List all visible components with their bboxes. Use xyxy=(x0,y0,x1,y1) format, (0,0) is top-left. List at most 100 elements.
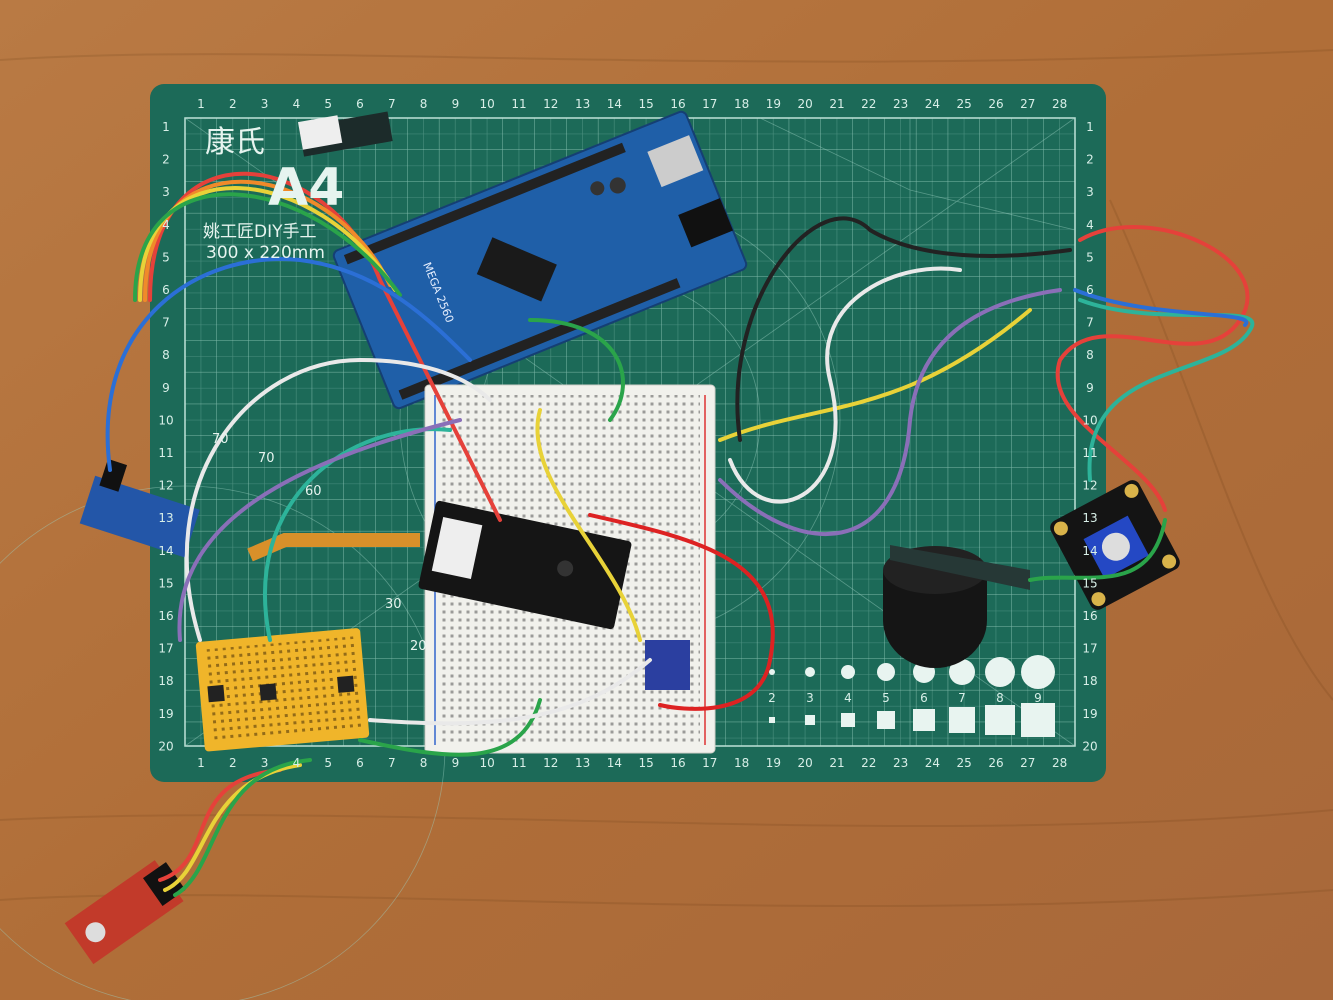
ruler-bottom-number: 7 xyxy=(388,756,396,770)
ruler-top-number: 15 xyxy=(639,97,654,111)
ruler-top-number: 12 xyxy=(543,97,558,111)
ruler-left-number: 15 xyxy=(158,576,173,590)
template-square xyxy=(949,707,975,733)
ruler-left-number: 10 xyxy=(158,413,173,427)
ruler-bottom-number: 1 xyxy=(197,756,205,770)
microcontroller-module xyxy=(418,500,632,630)
ruler-bottom-number: 27 xyxy=(1020,756,1035,770)
template-square xyxy=(805,715,815,725)
wire-white-right xyxy=(728,266,962,504)
ruler-top-number: 5 xyxy=(324,97,332,111)
ruler-top-number: 24 xyxy=(925,97,940,111)
ruler-right-number: 2 xyxy=(1086,153,1094,167)
ruler-bottom-number: 18 xyxy=(734,756,749,770)
template-circle xyxy=(985,657,1015,687)
ruler-top-number: 16 xyxy=(670,97,685,111)
push-button xyxy=(207,684,225,703)
ruler-bottom-number: 6 xyxy=(356,756,364,770)
angle-label: 70 xyxy=(212,432,229,447)
ruler-left-number: 7 xyxy=(162,316,170,330)
ruler-right-number: 6 xyxy=(1086,283,1094,297)
ruler-right-number: 17 xyxy=(1082,642,1097,656)
wire-white xyxy=(184,357,492,642)
ruler-left-number: 20 xyxy=(158,739,173,753)
template-size-label: 2 xyxy=(768,691,776,705)
template-size-label: 7 xyxy=(958,691,966,705)
ruler-right-number: 7 xyxy=(1086,316,1094,330)
jumper-wires xyxy=(105,171,1255,897)
wire-blue-right xyxy=(1073,288,1249,327)
ruler-right-number: 13 xyxy=(1082,511,1097,525)
ruler-bottom-number: 21 xyxy=(829,756,844,770)
template-size-label: 5 xyxy=(882,691,890,705)
mat-dimensions: 300 x 220mm xyxy=(206,243,325,263)
ruler-top-number: 14 xyxy=(607,97,622,111)
ruler-bottom-number: 25 xyxy=(957,756,972,770)
ruler-bottom-number: 14 xyxy=(607,756,622,770)
ruler-bottom-number: 20 xyxy=(798,756,813,770)
wire-red-bb xyxy=(588,513,775,711)
ruler-top-number: 18 xyxy=(734,97,749,111)
template-square xyxy=(913,709,935,731)
ruler-right-number: 15 xyxy=(1082,576,1097,590)
template-square xyxy=(769,717,775,723)
ruler-top-number: 2 xyxy=(229,97,237,111)
ruler-bottom-number: 19 xyxy=(766,756,781,770)
ruler-bottom-number: 22 xyxy=(861,756,876,770)
ruler-bottom-number: 9 xyxy=(452,756,460,770)
ruler-right-number: 8 xyxy=(1086,348,1094,362)
ruler-markings: 1122334455667788991010111112121313141415… xyxy=(158,97,1097,770)
ruler-bottom-number: 28 xyxy=(1052,756,1067,770)
wire-yellow xyxy=(138,186,397,302)
wire-green-ir xyxy=(173,698,542,897)
wire-green-mega xyxy=(528,318,625,422)
ruler-bottom-number: 10 xyxy=(480,756,495,770)
mat-size-label: A4 xyxy=(268,158,344,218)
template-circle xyxy=(877,663,895,681)
camera-connector xyxy=(431,516,483,580)
gas-sensor xyxy=(883,545,1030,668)
rfid-module xyxy=(79,458,200,558)
wire-teal-right xyxy=(1078,298,1255,482)
angle-label: 30 xyxy=(385,597,402,612)
ruler-left-number: 4 xyxy=(162,218,170,232)
wire-yellow-bb xyxy=(535,408,642,642)
ruler-right-number: 20 xyxy=(1082,739,1097,753)
ruler-top-number: 23 xyxy=(893,97,908,111)
ruler-bottom-number: 15 xyxy=(639,756,654,770)
ruler-left-number: 11 xyxy=(158,446,173,460)
ruler-bottom-number: 5 xyxy=(324,756,332,770)
ruler-left-number: 13 xyxy=(158,511,173,525)
usb-port xyxy=(647,135,704,188)
template-square xyxy=(985,705,1015,735)
ruler-left-number: 19 xyxy=(158,707,173,721)
ruler-left-number: 18 xyxy=(158,674,173,688)
template-size-label: 4 xyxy=(844,691,852,705)
ruler-top-number: 1 xyxy=(197,97,205,111)
template-size-label: 8 xyxy=(996,691,1004,705)
ruler-bottom-number: 12 xyxy=(543,756,558,770)
push-button xyxy=(337,675,355,693)
ruler-top-number: 3 xyxy=(261,97,269,111)
ruler-left-number: 12 xyxy=(158,479,173,493)
template-circle xyxy=(1021,655,1055,689)
ruler-right-number: 4 xyxy=(1086,218,1094,232)
ruler-top-number: 8 xyxy=(420,97,428,111)
ruler-top-number: 17 xyxy=(702,97,717,111)
ruler-top-number: 27 xyxy=(1020,97,1035,111)
ruler-top-number: 6 xyxy=(356,97,364,111)
ruler-top-number: 10 xyxy=(480,97,495,111)
ruler-top-number: 13 xyxy=(575,97,590,111)
wire-blue xyxy=(105,257,472,472)
ruler-left-number: 3 xyxy=(162,185,170,199)
ruler-bottom-number: 24 xyxy=(925,756,940,770)
ruler-right-number: 19 xyxy=(1082,707,1097,721)
ruler-left-number: 14 xyxy=(158,544,173,558)
ruler-right-number: 16 xyxy=(1082,609,1097,623)
template-size-label: 6 xyxy=(920,691,928,705)
ruler-top-number: 21 xyxy=(829,97,844,111)
mat-printed-text: 康氏 A4 姚工匠DIY手工 300 x 220mm 70 70 60 30 2… xyxy=(158,97,1097,770)
top-sensor-module xyxy=(298,111,393,157)
ruler-right-number: 10 xyxy=(1082,413,1097,427)
